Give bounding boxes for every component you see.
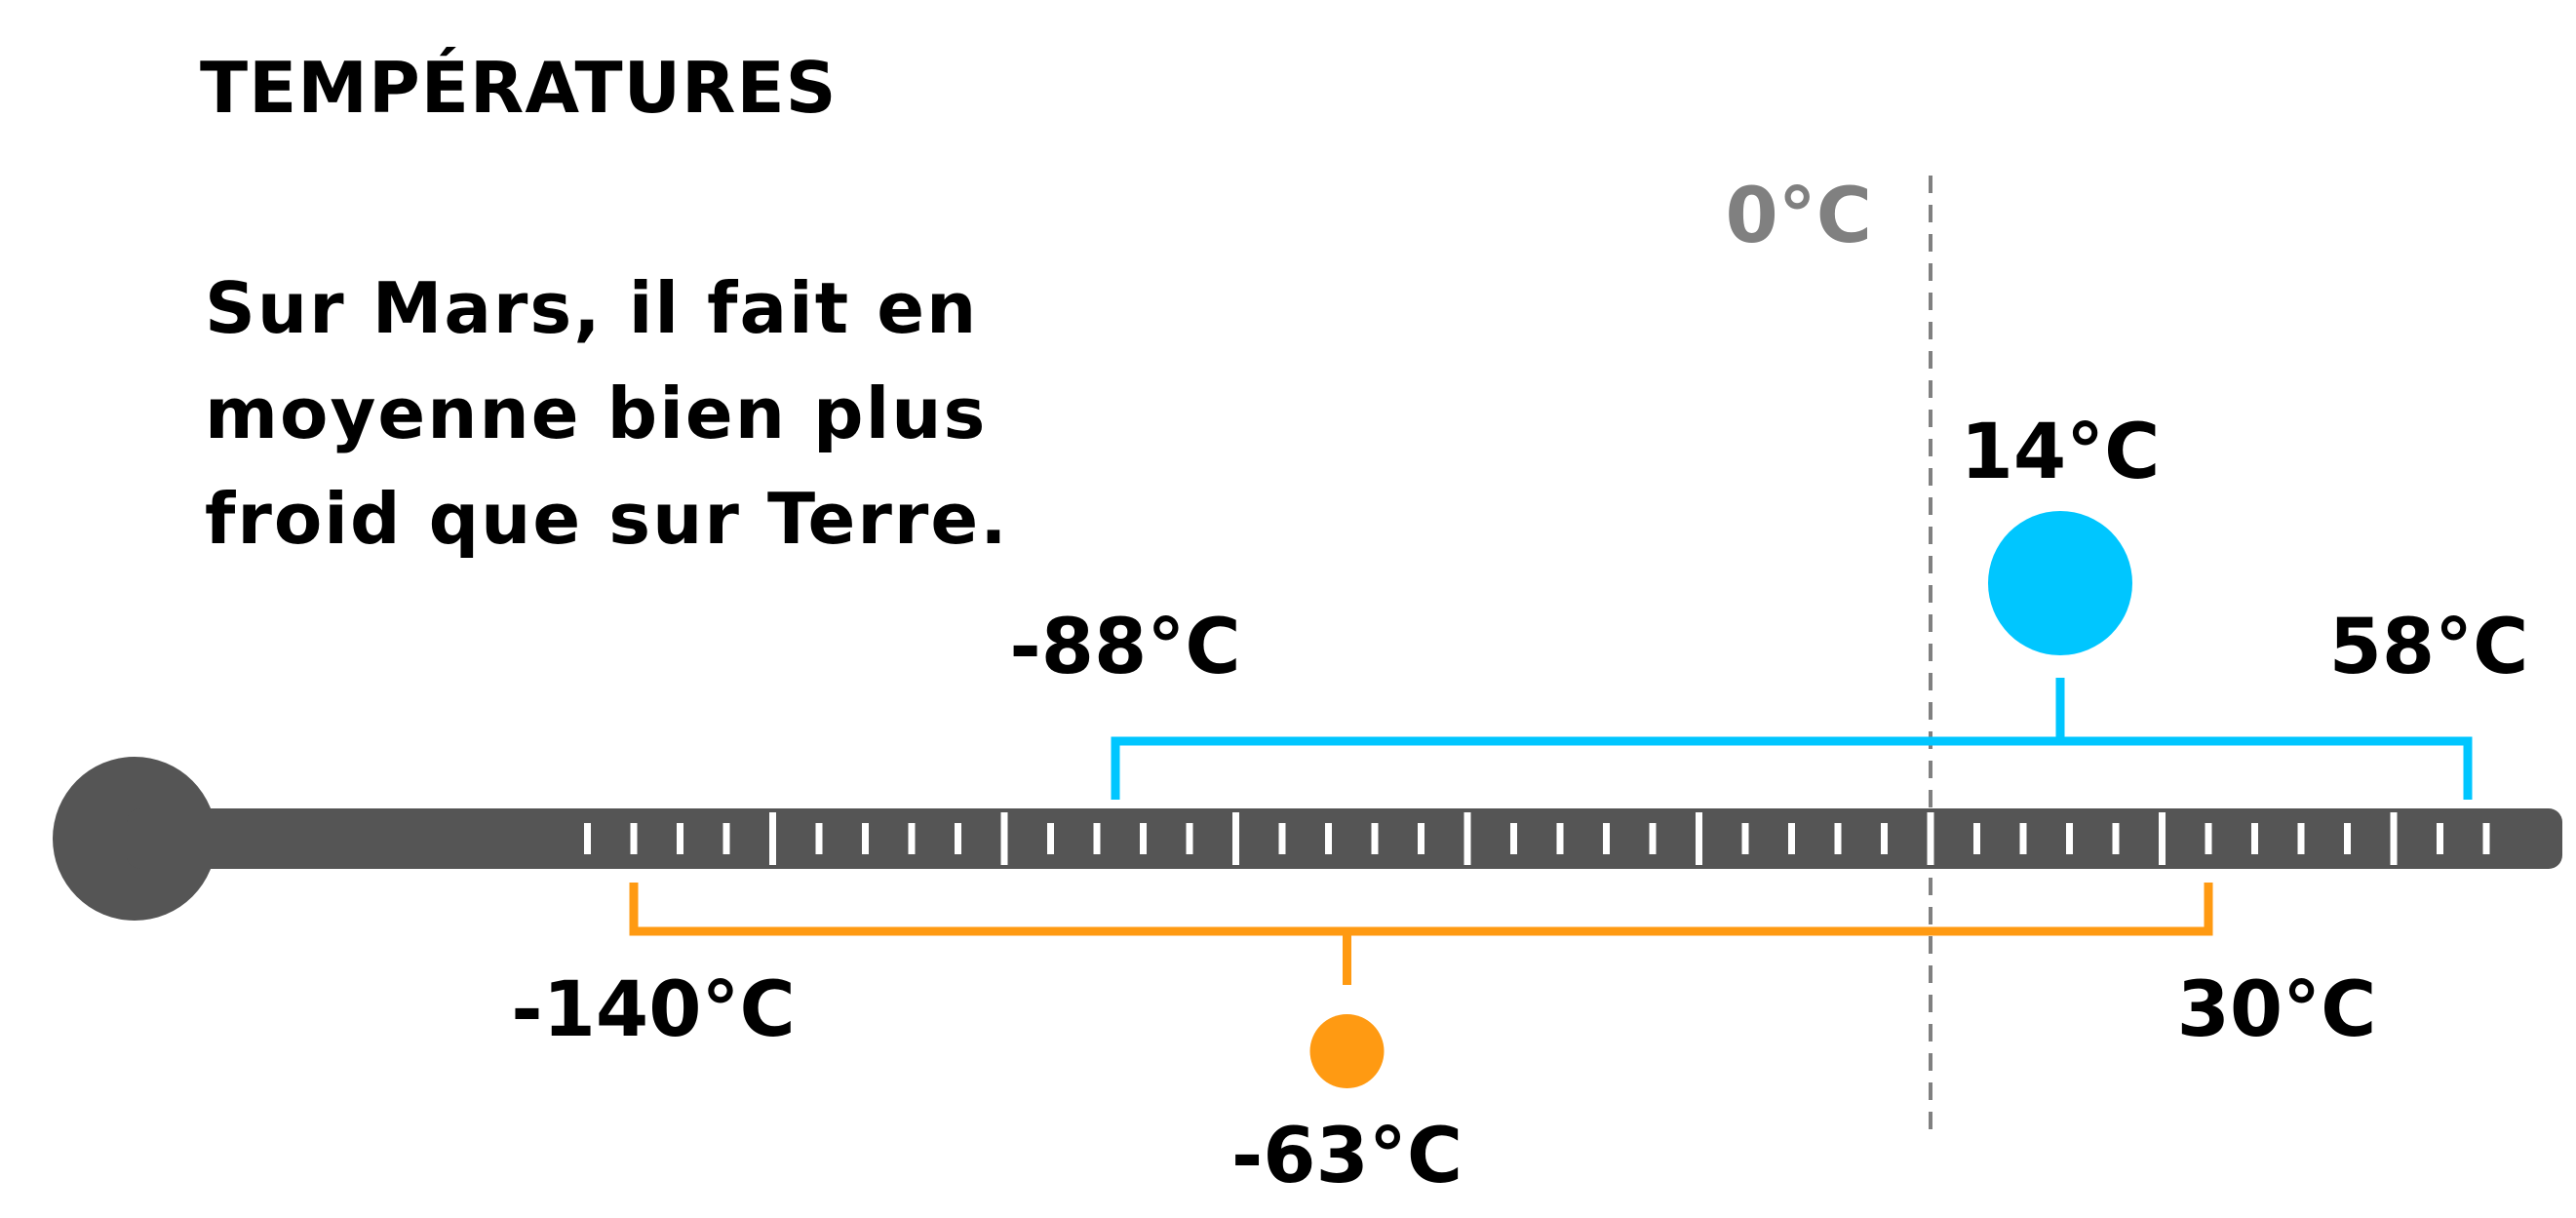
minor-tick xyxy=(1510,823,1517,854)
minor-tick xyxy=(1047,823,1054,854)
minor-tick xyxy=(1741,823,1749,854)
minor-tick xyxy=(2297,823,2305,854)
minor-tick xyxy=(1556,823,1564,854)
minor-tick xyxy=(955,823,961,854)
minor-tick xyxy=(2205,823,2212,854)
minor-tick xyxy=(2344,823,2351,854)
minor-tick xyxy=(862,823,869,854)
scale-ticks xyxy=(584,812,2490,865)
major-tick xyxy=(1232,812,1239,865)
minor-tick xyxy=(2112,823,2120,854)
diagram-title: TEMPÉRATURES xyxy=(200,47,838,129)
zero-label: 0°C xyxy=(1725,173,1872,260)
major-tick xyxy=(1000,812,1008,865)
mars-range-bracket xyxy=(629,883,2213,936)
major-tick xyxy=(2390,812,2398,865)
major-tick xyxy=(1927,812,1934,865)
minor-tick xyxy=(677,823,683,854)
minor-tick xyxy=(1418,823,1425,854)
minor-tick xyxy=(2066,823,2073,854)
major-tick xyxy=(769,812,776,865)
minor-tick xyxy=(1834,823,1842,854)
earth-mean-label: 14°C xyxy=(1961,409,2161,496)
minor-tick xyxy=(1788,823,1795,854)
minor-tick xyxy=(2437,823,2443,854)
minor-tick xyxy=(1278,823,1286,854)
minor-tick xyxy=(815,823,823,854)
minor-tick xyxy=(1093,823,1101,854)
minor-tick xyxy=(1973,823,1980,854)
major-tick xyxy=(2159,812,2166,865)
earth-mean-marker xyxy=(1988,511,2132,655)
mars-mean-label: -63°C xyxy=(1231,1113,1463,1200)
earth-min-label: -88°C xyxy=(1009,604,1240,691)
thermometer-tube xyxy=(127,808,2562,869)
minor-tick xyxy=(1649,823,1657,854)
description-line: Sur Mars, il fait en xyxy=(205,267,979,349)
minor-tick xyxy=(2482,823,2490,854)
minor-tick xyxy=(1186,823,1193,854)
minor-tick xyxy=(1881,823,1888,854)
mars-mean-marker xyxy=(1309,1014,1385,1088)
mars-min-label: -140°C xyxy=(511,966,795,1054)
minor-tick xyxy=(584,823,591,854)
description-line: froid que sur Terre. xyxy=(205,478,1009,560)
minor-tick xyxy=(1603,823,1610,854)
minor-tick xyxy=(908,823,916,854)
minor-tick xyxy=(722,823,730,854)
minor-tick xyxy=(1140,823,1147,854)
earth-range-bracket xyxy=(1111,736,2473,800)
minor-tick xyxy=(2251,823,2258,854)
mars-max-label: 30°C xyxy=(2177,966,2377,1054)
description-text: Sur Mars, il fait en moyenne bien plus f… xyxy=(205,255,1082,571)
description-line: moyenne bien plus xyxy=(205,373,988,454)
major-tick xyxy=(1464,812,1471,865)
major-tick xyxy=(1696,812,1702,865)
minor-tick xyxy=(2019,823,2027,854)
minor-tick xyxy=(1325,823,1332,854)
minor-tick xyxy=(1371,823,1379,854)
minor-tick xyxy=(630,823,638,854)
earth-max-label: 58°C xyxy=(2329,604,2529,691)
